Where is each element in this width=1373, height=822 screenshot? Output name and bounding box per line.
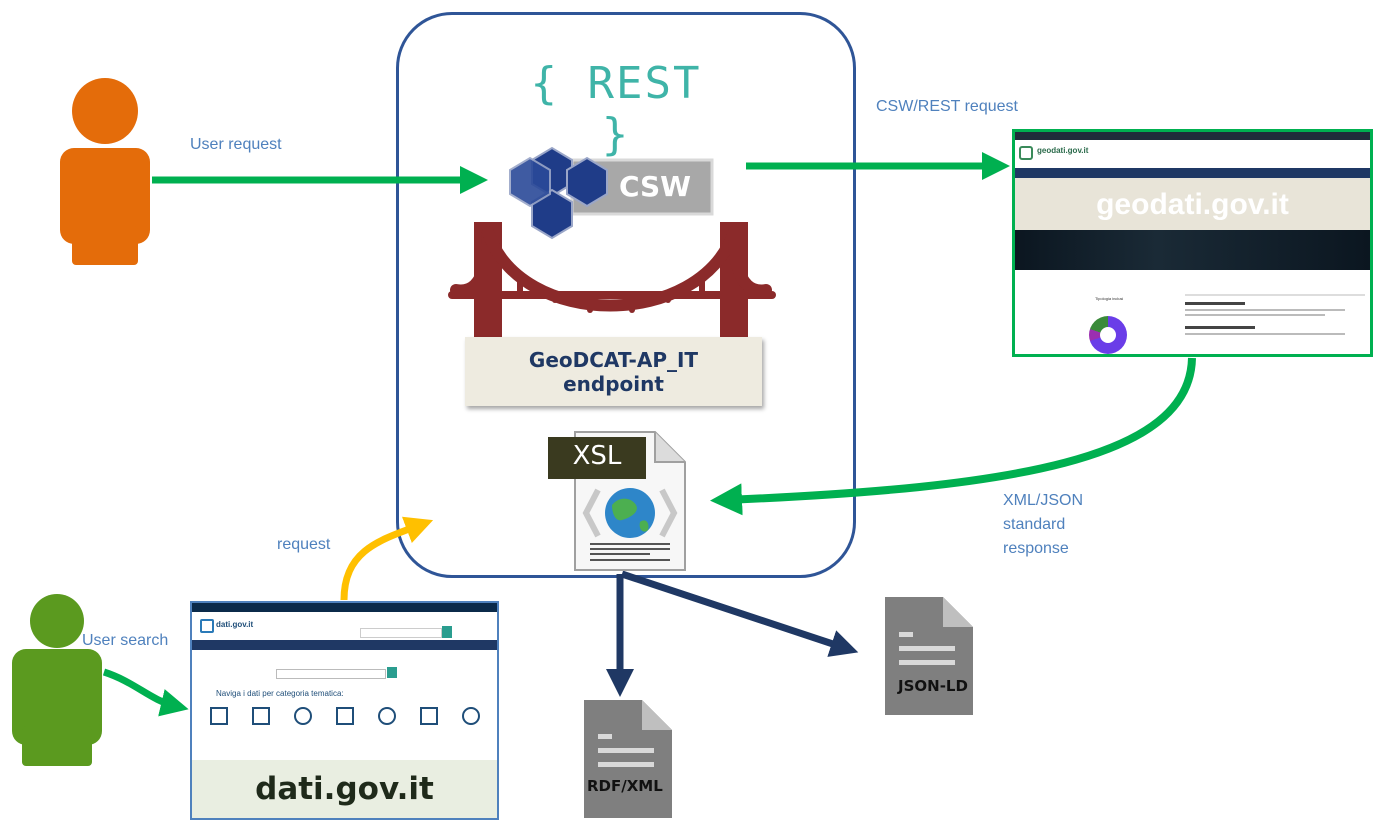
bridge-icon	[448, 222, 776, 340]
orange-user-icon	[60, 78, 150, 265]
dati-topic-agriculture-icon	[210, 707, 228, 725]
geodcat-endpoint-box: GeoDCAT-AP_IT endpoint	[465, 337, 762, 406]
csw-rest-request-label: CSW/REST request	[876, 98, 1018, 115]
geodati-site-name: geodati.gov.it	[1037, 146, 1089, 155]
dati-header: dati.gov.it	[192, 612, 497, 640]
dati-header-search	[360, 628, 442, 638]
dati-topics-heading: Naviga i dati per categoria tematica:	[216, 689, 344, 698]
geodati-watermark: geodati.gov.it	[1096, 188, 1289, 221]
jsonld-output-arrow	[620, 570, 859, 657]
dati-topic-energy-icon	[336, 707, 354, 725]
geodati-header: geodati.gov.it	[1015, 140, 1370, 168]
request-arrow	[340, 516, 434, 601]
rdf-document-icon	[584, 700, 672, 818]
geodati-topbar	[1015, 132, 1370, 140]
user-request-label: User request	[190, 136, 282, 153]
dati-topic-government-icon	[420, 707, 438, 725]
request-label: request	[277, 536, 331, 553]
csw-logo-icon	[509, 146, 714, 240]
xsl-document-icon	[548, 431, 686, 571]
dati-header-search-button	[442, 626, 452, 638]
response-arrow	[710, 357, 1196, 516]
dati-topic-health-icon	[462, 707, 480, 725]
response-label-line2: standard	[1003, 516, 1066, 533]
rest-logo: { REST }	[530, 58, 702, 160]
jsonld-document-icon	[885, 597, 973, 715]
geodati-donut-chart	[1089, 316, 1127, 354]
response-label-line1: XML/JSON	[1003, 492, 1084, 509]
csw-logo-text: CSW	[618, 170, 692, 203]
endpoint-line2: endpoint	[563, 371, 664, 396]
user-search-label: User search	[82, 632, 169, 649]
dati-search-button	[387, 667, 397, 678]
green-user-icon	[12, 594, 102, 766]
geodati-map-band	[1015, 230, 1370, 270]
dati-topbar	[192, 603, 497, 612]
geodati-screenshot: geodati.gov.it geodati.gov.it Tipologia …	[1012, 129, 1373, 357]
geodati-news-panel	[1185, 294, 1365, 354]
dati-topic-education-icon	[294, 707, 312, 725]
dati-search-bar	[276, 669, 386, 679]
dati-logo-icon	[200, 619, 214, 633]
dati-topic-economy-icon	[252, 707, 270, 725]
dati-site-name: dati.gov.it	[216, 620, 254, 629]
dati-topic-environment-icon	[378, 707, 396, 725]
user-search-arrow	[102, 668, 189, 717]
endpoint-line1: GeoDCAT-AP_IT	[528, 347, 699, 372]
dati-caption: dati.gov.it	[192, 760, 497, 818]
geodati-chart-title: Tipologia inclusi	[1095, 296, 1124, 301]
rdf-xml-label: RDF/XML	[587, 777, 663, 795]
geodati-logo-icon	[1019, 146, 1033, 160]
geodati-navbar	[1015, 168, 1370, 178]
jsonld-label: JSON-LD	[898, 677, 968, 695]
dati-topic-icons	[210, 707, 480, 757]
xsl-tag: XSL	[572, 441, 622, 471]
response-label-line3: response	[1003, 540, 1069, 557]
dati-navbar	[192, 640, 497, 650]
geodati-hero: geodati.gov.it	[1015, 178, 1370, 230]
